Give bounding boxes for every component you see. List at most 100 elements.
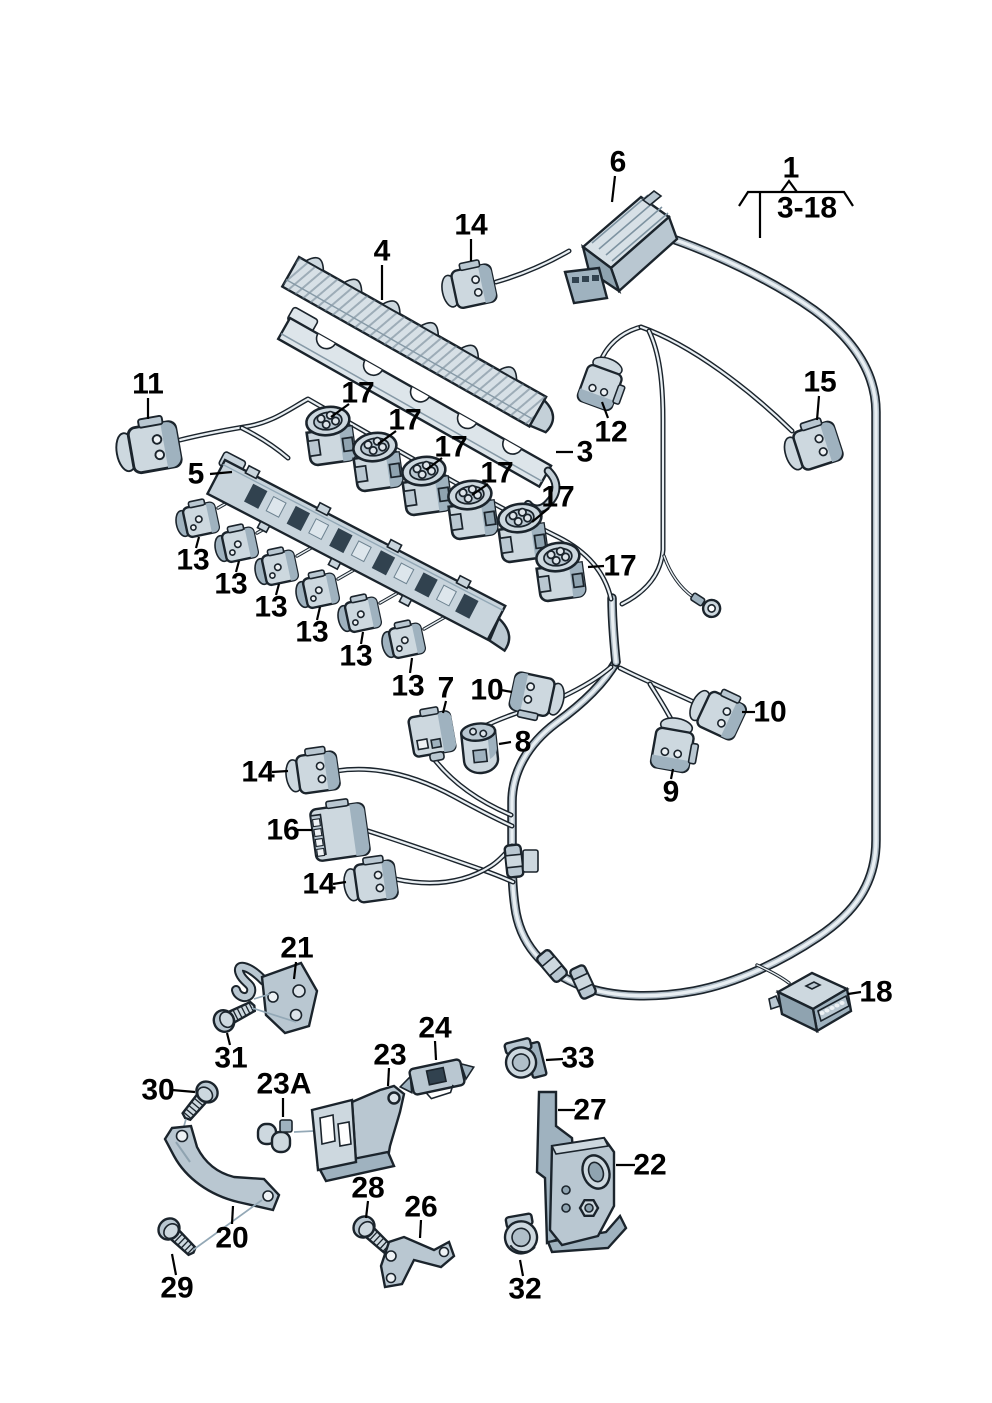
callout-leader: [315, 606, 322, 621]
callout-leader: [234, 560, 241, 573]
callout-7[interactable]: 7: [438, 672, 455, 705]
callout-13[interactable]: 13: [295, 616, 328, 649]
callout-31[interactable]: 31: [214, 1042, 247, 1075]
clamp-32: [503, 1212, 539, 1255]
callout-leader: [194, 536, 201, 549]
callout-33[interactable]: 33: [561, 1042, 594, 1075]
callout-20[interactable]: 20: [215, 1222, 248, 1255]
callout-29[interactable]: 29: [160, 1272, 193, 1305]
connector-7: [407, 706, 457, 762]
callout-1[interactable]: 1: [783, 152, 800, 185]
callout-17[interactable]: 17: [434, 431, 467, 464]
callout-8[interactable]: 8: [515, 726, 532, 759]
assembly-bracket: 1 3-18: [738, 152, 854, 238]
coil-connector-17-1: [302, 402, 358, 468]
callout-9[interactable]: 9: [663, 776, 680, 809]
callout-13[interactable]: 13: [339, 640, 372, 673]
callout-17[interactable]: 17: [341, 377, 374, 410]
callout-13[interactable]: 13: [254, 591, 287, 624]
callout-32[interactable]: 32: [508, 1273, 541, 1306]
connector-15: [776, 412, 846, 477]
callout-22[interactable]: 22: [633, 1149, 666, 1182]
callout-leader: [274, 583, 281, 596]
bolt-31: [208, 994, 261, 1037]
callout-leader: [587, 564, 605, 569]
callout-range-3-18[interactable]: 3-18: [777, 192, 837, 225]
bracket-22: [546, 1136, 628, 1254]
tube-clip-a-tab: [522, 849, 539, 873]
rail-bolt-domes: [304, 256, 518, 382]
callout-30[interactable]: 30: [141, 1074, 174, 1107]
bolt-30: [175, 1076, 224, 1127]
bracket-24: [398, 1058, 476, 1100]
callout-leader: [847, 990, 862, 996]
callout-12[interactable]: 12: [594, 416, 627, 449]
callout-leader: [441, 700, 448, 714]
injector-connector-13-6: [377, 616, 427, 662]
tube-clip-c: [567, 962, 599, 1002]
callout-13[interactable]: 13: [214, 568, 247, 601]
callout-15[interactable]: 15: [803, 366, 836, 399]
callout-28[interactable]: 28: [351, 1172, 384, 1205]
callout-16[interactable]: 16: [266, 814, 299, 847]
callout-leader: [230, 1205, 235, 1225]
callout-17[interactable]: 17: [541, 481, 574, 514]
callout-14[interactable]: 14: [302, 868, 336, 901]
connector-8: [459, 722, 500, 775]
connector-14-top: [436, 256, 499, 313]
callout-leader: [433, 1040, 438, 1061]
tube-clip-b: [534, 947, 570, 985]
callout-leader: [531, 507, 550, 523]
callout-10[interactable]: 10: [753, 696, 786, 729]
bracket-23: [310, 1084, 406, 1183]
callout-10[interactable]: 10: [470, 674, 503, 707]
callout-17[interactable]: 17: [480, 457, 513, 490]
callout-14[interactable]: 14: [454, 209, 488, 242]
bracket-26: [379, 1235, 456, 1289]
connector-11: [110, 412, 184, 478]
gasket-rail-3: [276, 306, 561, 514]
callout-leader: [377, 430, 397, 445]
callout-leader: [610, 175, 617, 203]
callout-26[interactable]: 26: [404, 1191, 437, 1224]
callout-27[interactable]: 27: [573, 1094, 606, 1127]
callout-14[interactable]: 14: [241, 756, 275, 789]
ring-terminal: [690, 592, 722, 619]
injector-connector-13-5: [333, 590, 383, 636]
callout-leader: [330, 403, 350, 418]
callout-leader: [518, 1259, 525, 1277]
callout-17[interactable]: 17: [603, 550, 636, 583]
callout-leader: [271, 769, 289, 774]
callout-23A[interactable]: 23A: [256, 1068, 311, 1101]
callout-23[interactable]: 23: [373, 1039, 406, 1072]
tube-clip-a: [503, 843, 525, 879]
callout-leader: [471, 483, 489, 496]
callout-leader: [600, 401, 610, 419]
bracket-20: [163, 1124, 281, 1212]
callout-21[interactable]: 21: [280, 932, 313, 965]
callout-13[interactable]: 13: [391, 670, 424, 703]
callout-leader: [669, 768, 675, 780]
callout-leader: [408, 657, 414, 674]
clip-33: [499, 1034, 548, 1085]
coil-connector-17-6: [532, 538, 588, 604]
bracket-21: [231, 961, 319, 1035]
callout-11[interactable]: 11: [132, 368, 164, 401]
callout-leader: [209, 470, 233, 476]
callout-leader: [386, 1067, 391, 1087]
callout-13[interactable]: 13: [176, 544, 209, 577]
callout-6[interactable]: 6: [610, 146, 627, 179]
callout-24[interactable]: 24: [418, 1012, 452, 1045]
callout-leader: [359, 631, 365, 645]
callout-17[interactable]: 17: [388, 404, 421, 437]
clip-23A: [256, 1119, 293, 1154]
callout-18[interactable]: 18: [859, 976, 892, 1009]
callout-leader: [364, 1200, 370, 1219]
callout-3[interactable]: 3: [577, 436, 594, 469]
connector-14-b: [339, 852, 400, 906]
callout-4[interactable]: 4: [374, 235, 391, 268]
callout-5[interactable]: 5: [188, 458, 205, 491]
connector-16: [309, 798, 371, 862]
